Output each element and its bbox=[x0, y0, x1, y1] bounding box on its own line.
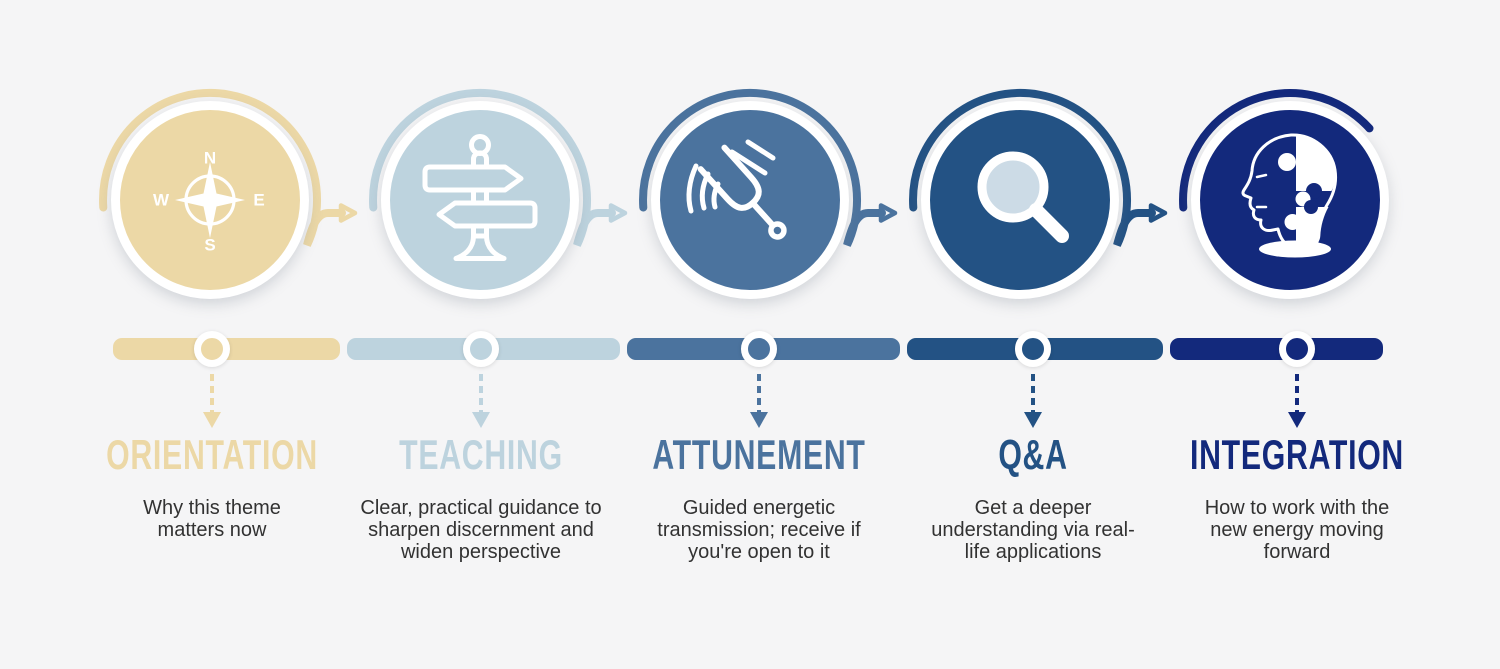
dashed-connector bbox=[1031, 374, 1035, 414]
step-title: ORIENTATION bbox=[106, 431, 318, 478]
head-puzzle-icon bbox=[1241, 133, 1338, 258]
flow-arcs-layer bbox=[99, 88, 1374, 247]
step-description: Get a deeper understanding via real-life… bbox=[931, 497, 1135, 563]
compass-icon: N E S W bbox=[153, 149, 265, 255]
dashed-connector bbox=[1295, 374, 1299, 414]
signpost-top-ring bbox=[469, 134, 491, 156]
timeline-segment-1 bbox=[113, 338, 340, 360]
vibration-arc bbox=[699, 171, 711, 211]
head-base-shadow bbox=[1259, 240, 1331, 258]
arc-step-1 bbox=[99, 88, 346, 247]
vibration-line bbox=[745, 139, 776, 161]
tuning-fork-ball bbox=[768, 221, 787, 240]
down-arrowhead-icon bbox=[1024, 412, 1042, 428]
face-brow-line bbox=[1255, 173, 1268, 179]
step-description: Clear, practical guidance to sharpen dis… bbox=[360, 497, 602, 563]
timeline-segment-4 bbox=[907, 338, 1163, 360]
arrow-right-icon bbox=[878, 203, 898, 223]
puzzle-notch bbox=[1306, 183, 1322, 199]
magnifier-lens bbox=[977, 151, 1049, 223]
arrow-right-icon bbox=[338, 203, 358, 223]
down-arrowhead-icon bbox=[750, 412, 768, 428]
puzzle-knob bbox=[1278, 153, 1296, 171]
puzzle-notch bbox=[1304, 200, 1318, 214]
magnifier-handle bbox=[1029, 203, 1069, 243]
timeline-dot bbox=[1015, 331, 1051, 367]
vibration-arc bbox=[711, 181, 721, 210]
timeline-dot bbox=[463, 331, 499, 367]
compass-east-label: E bbox=[253, 191, 264, 210]
step-title: TEACHING bbox=[399, 431, 563, 478]
arrow-right-icon bbox=[1148, 203, 1168, 223]
timeline-dot bbox=[741, 331, 777, 367]
signpost-board-right bbox=[422, 164, 524, 193]
step-circle-attunement bbox=[651, 101, 849, 299]
step-description: Why this theme matters now bbox=[143, 497, 281, 541]
arc-step-4 bbox=[909, 88, 1156, 247]
step-description: How to work with the new energy moving f… bbox=[1204, 497, 1390, 563]
signpost-post bbox=[471, 150, 489, 246]
signpost-base bbox=[453, 233, 507, 261]
timeline-dot bbox=[194, 331, 230, 367]
arc-step-5 bbox=[1179, 89, 1374, 212]
down-arrowhead-icon bbox=[1288, 412, 1306, 428]
step-description: Guided energetic transmission; receive i… bbox=[657, 497, 861, 563]
puzzle-knob bbox=[1295, 191, 1311, 207]
step-title: Q&A bbox=[998, 431, 1068, 478]
timeline-segment-2 bbox=[347, 338, 620, 360]
step-title: ATTUNEMENT bbox=[652, 431, 866, 478]
down-arrowhead-icon bbox=[472, 412, 490, 428]
dashed-connector bbox=[210, 374, 214, 414]
tuning-fork-icon bbox=[686, 139, 787, 240]
tuning-fork-body bbox=[697, 144, 787, 240]
compass-south-label: S bbox=[204, 236, 215, 255]
puzzle-piece-top bbox=[1291, 135, 1335, 191]
arc-step-2 bbox=[369, 88, 616, 247]
vibration-line bbox=[729, 149, 768, 176]
dashed-connector bbox=[757, 374, 761, 414]
tuning-fork-prongs bbox=[697, 144, 762, 211]
signpost-board-left bbox=[436, 200, 538, 229]
compass-star bbox=[175, 162, 245, 238]
vibration-arc bbox=[686, 163, 699, 214]
step-circle-qa bbox=[921, 101, 1119, 299]
step-circle-integration bbox=[1191, 101, 1389, 299]
timeline-dot bbox=[1279, 331, 1315, 367]
down-arrowhead-icon bbox=[203, 412, 221, 428]
signpost-icon bbox=[422, 134, 538, 261]
magnifying-glass-icon bbox=[977, 151, 1069, 243]
puzzle-knob bbox=[1284, 214, 1301, 230]
compass-north-label: N bbox=[204, 149, 216, 168]
step-circle-teaching bbox=[381, 101, 579, 299]
compass-west-label: W bbox=[153, 191, 170, 210]
timeline-segment-3 bbox=[627, 338, 900, 360]
tuning-fork-stem bbox=[749, 199, 776, 229]
arc-step-3 bbox=[639, 88, 886, 247]
step-circle-orientation: N E S W bbox=[111, 101, 309, 299]
dashed-connector bbox=[479, 374, 483, 414]
timeline-segment-5 bbox=[1170, 338, 1383, 360]
puzzle-piece-bottom bbox=[1296, 207, 1329, 250]
arrow-right-icon bbox=[608, 203, 628, 223]
head-outline bbox=[1241, 133, 1338, 251]
step-title: INTEGRATION bbox=[1190, 431, 1404, 478]
compass-ring bbox=[184, 174, 236, 226]
